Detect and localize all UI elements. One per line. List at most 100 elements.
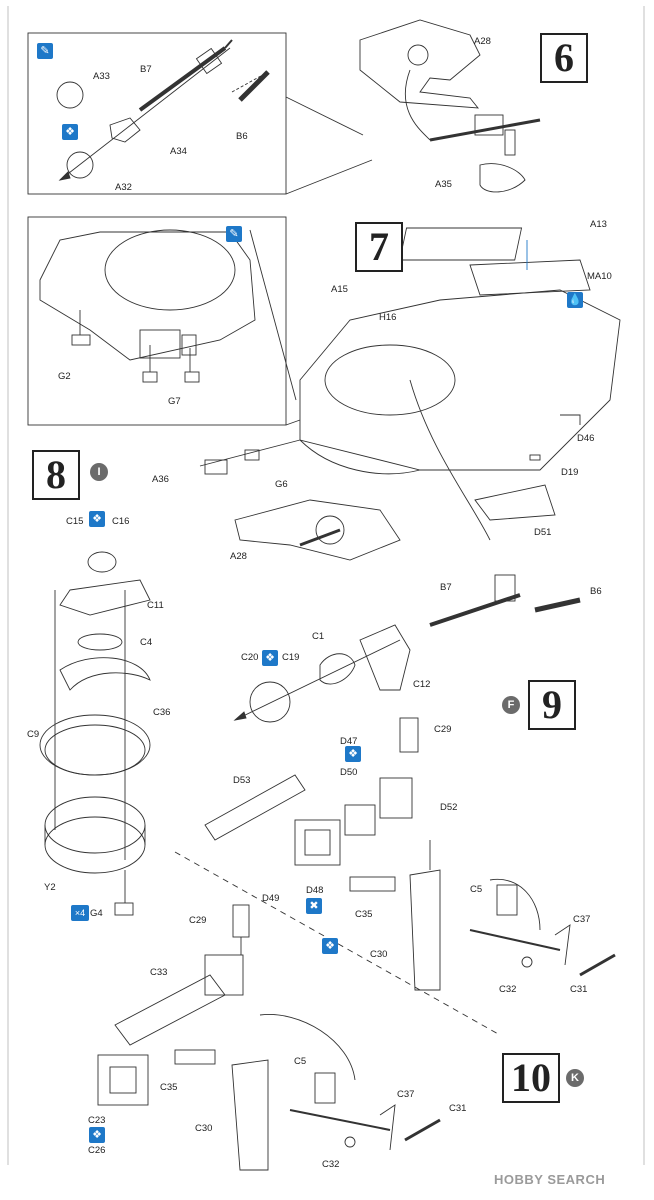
part-g7-a bbox=[142, 371, 158, 383]
label-c23: C23 bbox=[88, 1115, 106, 1126]
label-c37-bot: C37 bbox=[397, 1089, 415, 1100]
label-c19: C19 bbox=[282, 652, 300, 663]
label-c4: C4 bbox=[140, 637, 153, 648]
part-c30-top bbox=[409, 869, 441, 991]
step7-inset-frame bbox=[27, 216, 287, 426]
label-c29-bot: C29 bbox=[189, 915, 207, 926]
option-icon: ❖ bbox=[62, 124, 78, 140]
paint-icon: ✎ bbox=[226, 226, 242, 242]
part-c37-top bbox=[554, 924, 571, 966]
label-c37-top: C37 bbox=[573, 914, 591, 925]
label-h16: H16 bbox=[379, 312, 397, 323]
label-g4: G4 bbox=[90, 908, 103, 919]
label-d46: D46 bbox=[577, 433, 595, 444]
label-a32: A32 bbox=[115, 182, 132, 193]
cement-icon: 💧 bbox=[567, 292, 583, 308]
label-d47: D47 bbox=[340, 736, 358, 747]
label-c16: C16 bbox=[112, 516, 130, 527]
label-b7-mid: B7 bbox=[440, 582, 452, 593]
part-d46 bbox=[560, 414, 581, 425]
label-c12: C12 bbox=[413, 679, 431, 690]
label-d51: D51 bbox=[534, 527, 552, 538]
part-c31-bot bbox=[404, 1118, 441, 1142]
part-c30-bot bbox=[231, 1059, 269, 1171]
part-g2 bbox=[71, 334, 91, 346]
label-c31-bot: C31 bbox=[449, 1103, 467, 1114]
label-d49: D49 bbox=[262, 893, 280, 904]
part-d53 bbox=[204, 774, 306, 841]
label-c20: C20 bbox=[241, 652, 259, 663]
part-a36 bbox=[204, 459, 228, 475]
label-a13: A13 bbox=[590, 219, 607, 230]
part-c35-bot bbox=[174, 1049, 216, 1065]
step-7-number: 7 bbox=[355, 222, 403, 272]
part-c11 bbox=[59, 579, 151, 616]
label-d19: D19 bbox=[561, 467, 579, 478]
part-a35 bbox=[479, 163, 526, 193]
part-d19 bbox=[529, 454, 541, 461]
label-ma10: MA10 bbox=[587, 271, 612, 282]
part-g6 bbox=[244, 449, 260, 461]
part-b6-mid bbox=[534, 597, 581, 613]
part-c20 bbox=[249, 681, 291, 723]
part-a32 bbox=[66, 151, 94, 179]
part-c5-top bbox=[496, 884, 518, 916]
step-6-number: 6 bbox=[540, 33, 588, 83]
part-c32-bot bbox=[344, 1136, 356, 1148]
watermark: HOBBY SEARCH bbox=[494, 1172, 606, 1187]
part-g7-b bbox=[184, 371, 200, 383]
label-c31-top: C31 bbox=[570, 984, 588, 995]
part-a35-gun bbox=[429, 114, 541, 156]
label-c32-top: C32 bbox=[499, 984, 517, 995]
label-c11: C11 bbox=[147, 600, 164, 611]
part-ma10 bbox=[469, 259, 591, 296]
label-c30-top: C30 bbox=[370, 949, 388, 960]
part-a34 bbox=[109, 117, 141, 143]
part-c31-top bbox=[579, 953, 616, 977]
part-a13 bbox=[399, 227, 523, 261]
hull-h16 bbox=[299, 289, 621, 471]
part-d51 bbox=[474, 484, 556, 521]
label-c26: C26 bbox=[88, 1145, 106, 1156]
label-a33: A33 bbox=[93, 71, 110, 82]
label-c29-top: C29 bbox=[434, 724, 452, 735]
part-c29-bot bbox=[232, 904, 250, 938]
label-g6: G6 bbox=[275, 479, 288, 490]
label-d50: D50 bbox=[340, 767, 358, 778]
step8-badge: I bbox=[90, 463, 108, 481]
part-d49 bbox=[294, 819, 341, 866]
label-g2: G2 bbox=[58, 371, 71, 382]
part-b6-inset bbox=[238, 70, 270, 102]
step-9-number: 9 bbox=[528, 680, 576, 730]
part-c37-bot bbox=[379, 1104, 396, 1151]
label-c15: C15 bbox=[66, 516, 84, 527]
label-a15: A15 bbox=[331, 284, 348, 295]
part-c5-bot bbox=[314, 1072, 336, 1104]
label-c30-bot: C30 bbox=[195, 1123, 213, 1134]
part-c4 bbox=[77, 633, 123, 651]
label-b7-inset: B7 bbox=[140, 64, 152, 75]
label-d48: D48 bbox=[306, 885, 324, 896]
option-icon: ❖ bbox=[322, 938, 338, 954]
step-8-number: 8 bbox=[32, 450, 80, 500]
label-c32-bot: C32 bbox=[322, 1159, 340, 1170]
label-c33: C33 bbox=[150, 967, 168, 978]
label-a28-mid: A28 bbox=[230, 551, 247, 562]
label-a36: A36 bbox=[152, 474, 169, 485]
step10-badge: K bbox=[566, 1069, 584, 1087]
part-c12 bbox=[359, 624, 411, 691]
label-d53: D53 bbox=[233, 775, 251, 786]
option-icon: ❖ bbox=[89, 1127, 105, 1143]
part-c36 bbox=[59, 657, 151, 691]
step9-badge: F bbox=[502, 696, 520, 714]
option-icon: ❖ bbox=[262, 650, 278, 666]
part-c15 bbox=[87, 551, 117, 573]
label-g7: G7 bbox=[168, 396, 181, 407]
part-c32-top bbox=[521, 956, 533, 968]
part-g4 bbox=[114, 902, 134, 916]
label-c35-top: C35 bbox=[355, 909, 373, 920]
option-icon: ❖ bbox=[345, 746, 361, 762]
part-b7-mid bbox=[429, 574, 521, 627]
